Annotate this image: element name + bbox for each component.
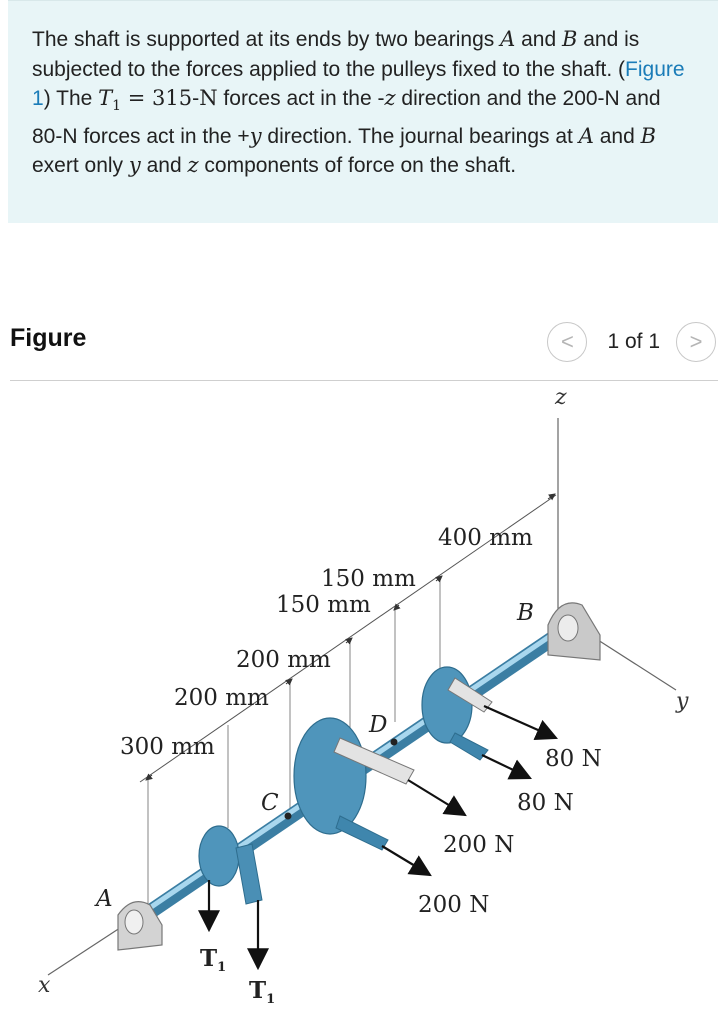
pulley-C xyxy=(198,825,263,905)
chevron-right-icon: > xyxy=(689,329,703,354)
point-label-C: C xyxy=(261,790,279,816)
math-B: B xyxy=(561,27,578,51)
problem-text-part: and is subjected to the forces applied t… xyxy=(32,28,640,81)
point-label-B: B xyxy=(516,600,534,626)
dimension-arrow xyxy=(393,603,401,611)
axis-label-y: y xyxy=(675,689,689,714)
point-C-marker xyxy=(284,812,292,820)
force-arrow-80N xyxy=(481,754,532,780)
dimension-label-150mm: 150 mm xyxy=(321,566,416,592)
math-A: A xyxy=(500,27,516,51)
x-axis-line xyxy=(47,923,127,976)
previous-figure-button[interactable]: < xyxy=(547,322,588,362)
force-label-80N: 80 N xyxy=(545,746,602,772)
force-label-T: T xyxy=(249,977,266,1004)
force-arrow-200N xyxy=(407,779,467,817)
figure-link[interactable]: Figure 1 xyxy=(32,57,685,111)
dimension-label-200mm: 200 mm xyxy=(236,647,331,673)
chevron-left-icon: < xyxy=(561,329,574,354)
pulley-D xyxy=(293,717,415,851)
force-label-T1: T1 xyxy=(200,945,226,975)
force-label-T-subscript: 1 xyxy=(217,960,226,975)
dimension-arrow xyxy=(285,678,293,686)
force-label-200N: 200 N xyxy=(418,892,489,918)
dimension-arrow xyxy=(547,493,556,501)
dimension-label-200mm: 200 mm xyxy=(174,685,269,711)
problem-text-part: exert only xyxy=(32,154,129,178)
problem-text-part: The shaft is supported at its ends by tw… xyxy=(32,28,501,51)
force-arrow-200N xyxy=(381,845,432,877)
dimension-label-150mm: 150 mm xyxy=(276,592,371,618)
point-label-A: A xyxy=(94,886,113,912)
math-equation: = 315-N xyxy=(121,86,218,110)
dimension-arrow xyxy=(145,773,153,781)
dimension-arrow xyxy=(345,637,353,645)
shaft-figure: z y x B A C D 400 mm 150 mm 150 mm 200 m… xyxy=(38,385,689,1007)
bearing-B xyxy=(547,602,601,661)
dimension-label-400mm: 400 mm xyxy=(438,525,533,551)
problem-text-part: ) The xyxy=(43,87,99,110)
pager-count: 1 of 1 xyxy=(607,330,660,353)
dimension-label-300mm: 300 mm xyxy=(120,734,215,760)
axis-label-x: x xyxy=(38,973,51,998)
force-label-80N: 80 N xyxy=(517,790,574,816)
next-figure-button[interactable]: > xyxy=(676,322,716,362)
problem-text-part: forces act in the - xyxy=(217,87,385,110)
figure-title: Figure xyxy=(10,324,87,352)
dimension-arrow xyxy=(435,575,443,583)
figure-header: Figure < 1 of 1 > xyxy=(10,318,718,381)
math-z: z xyxy=(384,86,396,110)
pulley-near-B xyxy=(421,666,493,761)
math-y: y xyxy=(249,123,262,148)
force-label-T-subscript: 1 xyxy=(266,992,275,1007)
math-T: T xyxy=(98,86,113,110)
math-T-subscript: 1 xyxy=(112,98,122,115)
math-y: y xyxy=(128,153,141,178)
force-label-T: T xyxy=(200,945,217,972)
math-B: B xyxy=(640,123,657,148)
problem-text-part: direction. The journal bearings at xyxy=(261,124,579,148)
bearing-A xyxy=(117,901,163,951)
problem-text-part: and xyxy=(140,154,188,178)
point-D-marker xyxy=(390,738,398,746)
problem-text-part: and xyxy=(593,124,641,148)
problem-statement: The shaft is supported at its ends by tw… xyxy=(32,25,694,181)
point-label-D: D xyxy=(368,712,387,738)
figure-pager: < 1 of 1 > xyxy=(547,322,716,362)
axis-label-z: z xyxy=(554,385,567,410)
problem-statement-panel: The shaft is supported at its ends by tw… xyxy=(8,0,718,223)
force-label-200N: 200 N xyxy=(443,832,514,858)
force-arrow-80N xyxy=(483,704,559,741)
math-A: A xyxy=(578,123,594,148)
problem-text-part: and xyxy=(515,28,562,51)
y-axis-line xyxy=(597,639,677,691)
force-label-T1: T1 xyxy=(249,977,275,1007)
problem-text-part: components of force on the shaft. xyxy=(198,154,517,178)
problem-text-part: direction and the 200-N and 80-N forces … xyxy=(32,87,661,148)
math-z: z xyxy=(187,153,199,178)
